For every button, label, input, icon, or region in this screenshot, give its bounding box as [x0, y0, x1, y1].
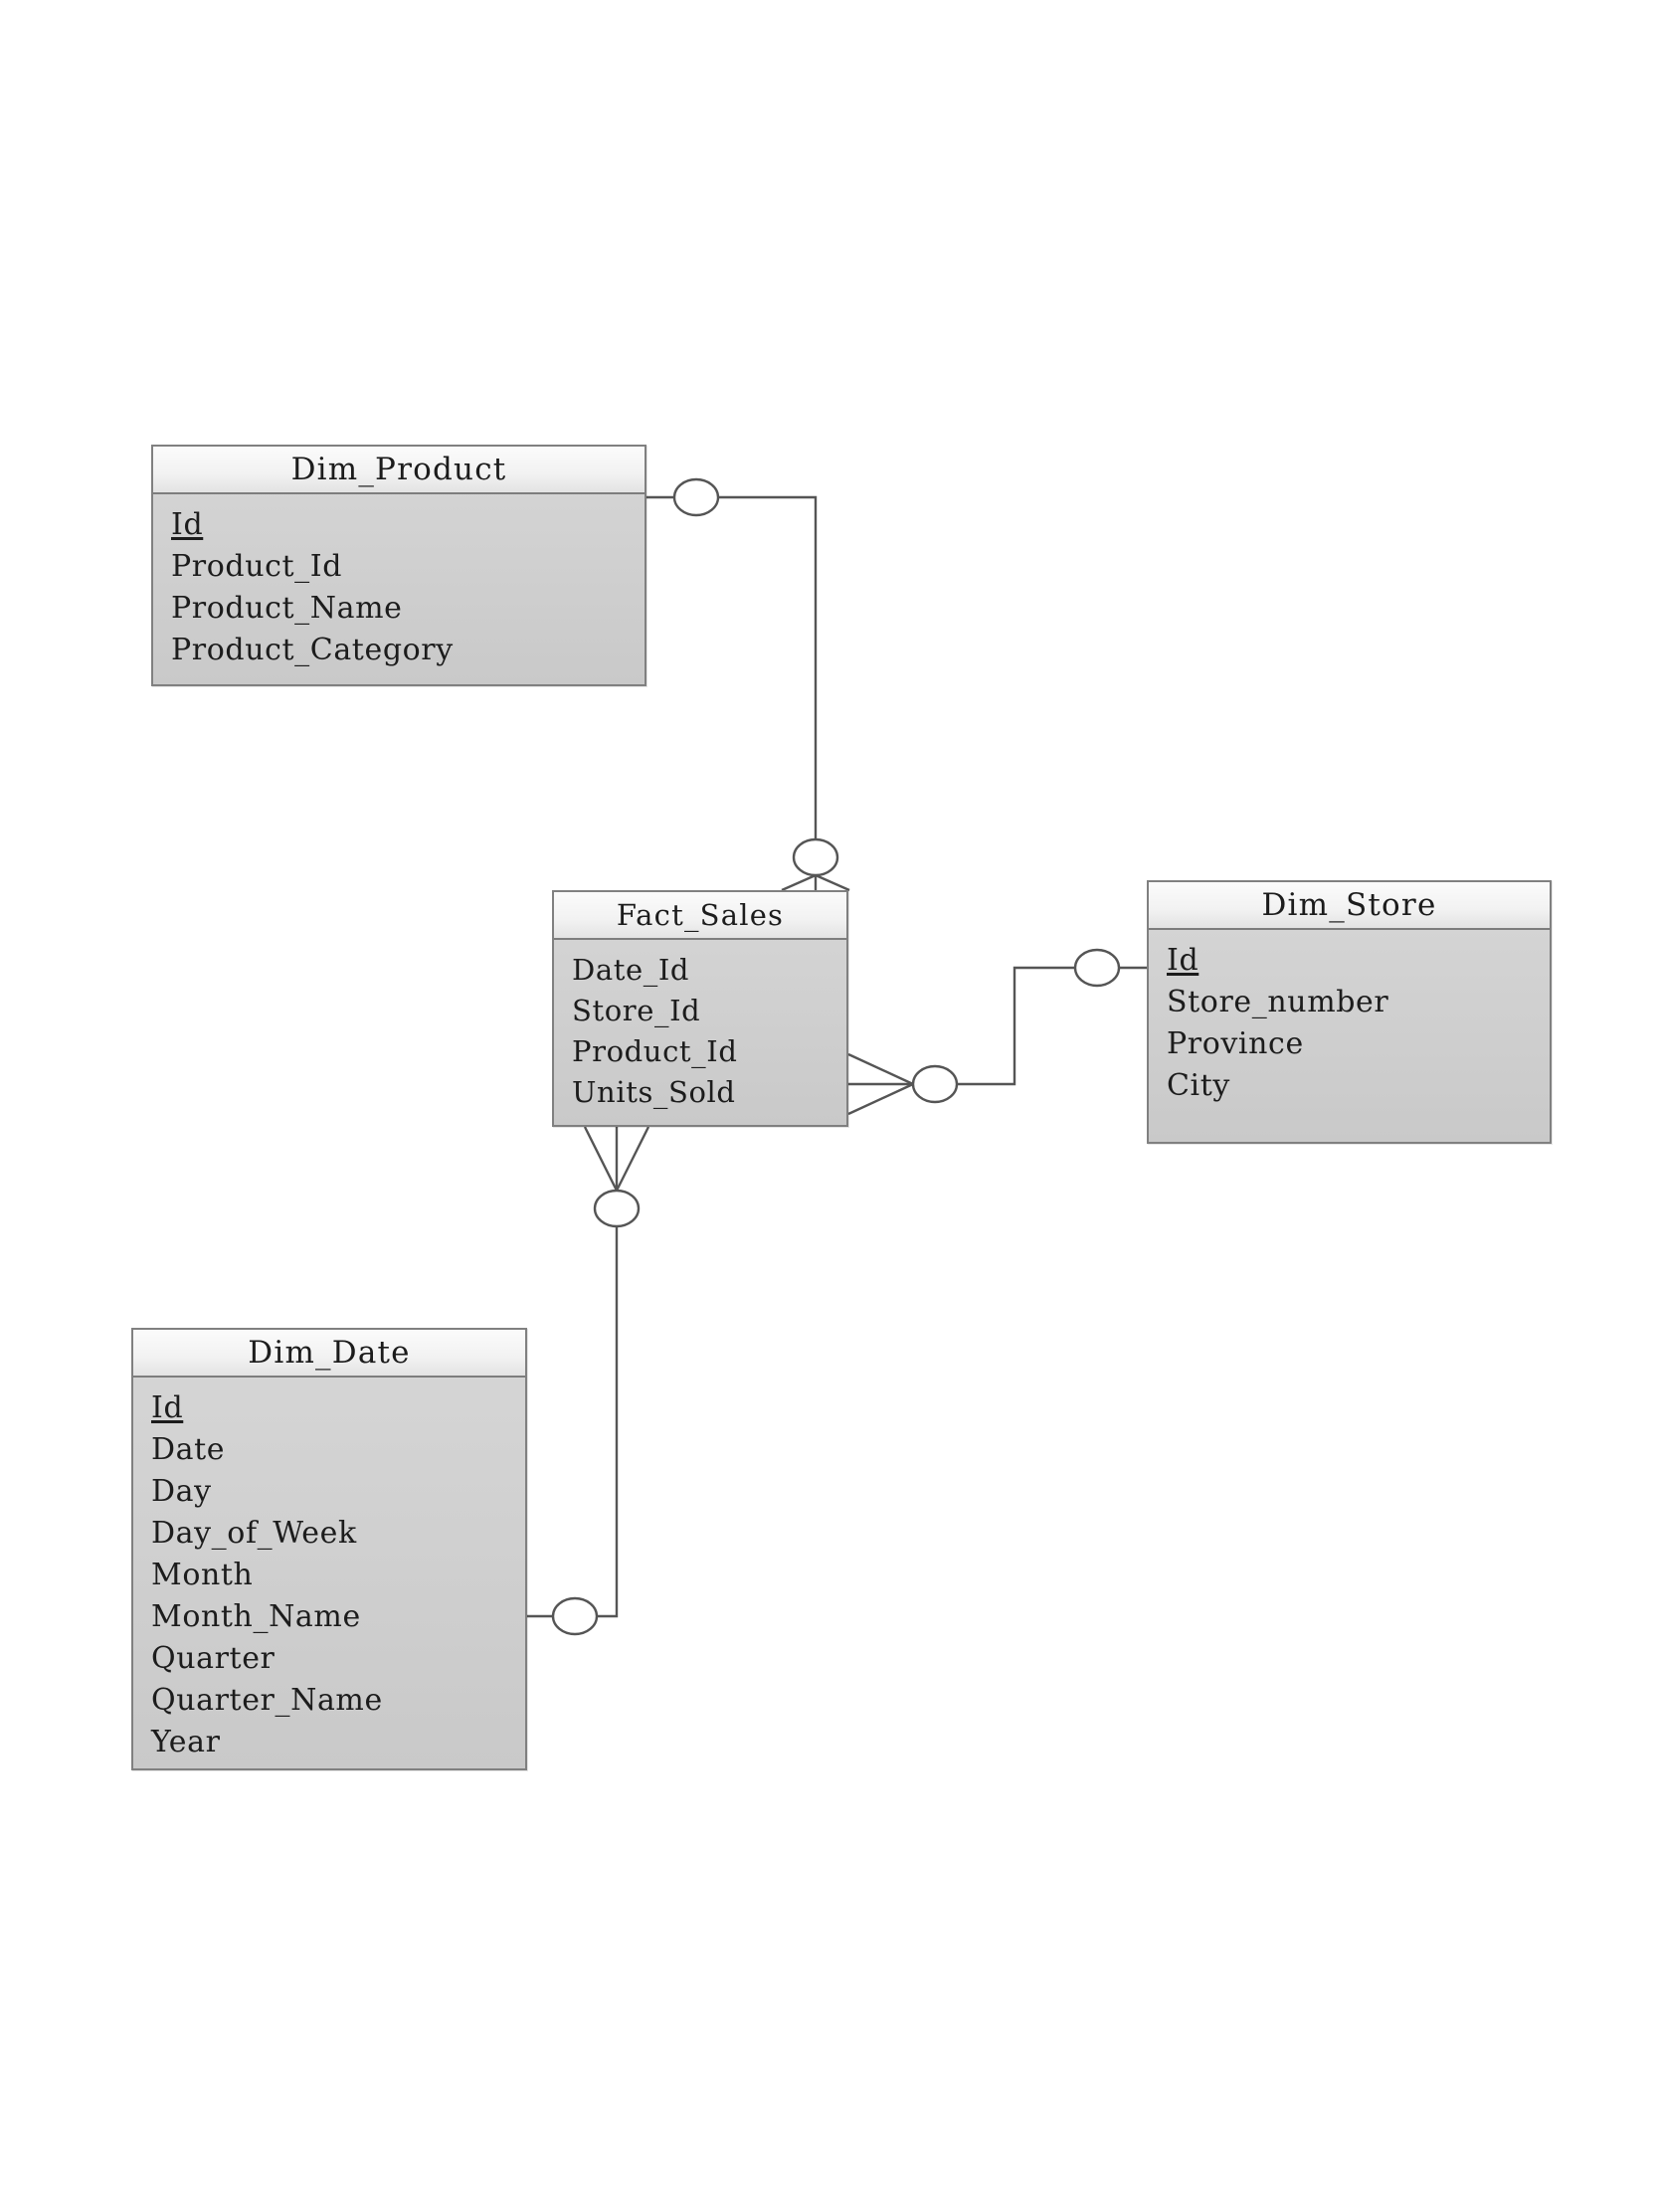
- entity-title-dim-store: Dim_Store: [1149, 882, 1550, 930]
- attribute-row: Product_Id: [171, 549, 343, 584]
- attribute-row: City: [1167, 1068, 1230, 1103]
- attribute-row: Quarter: [151, 1641, 276, 1676]
- entity-dim-store[interactable]: Dim_Store Id Store_number Province City: [1147, 880, 1552, 1144]
- attribute-row: Day_of_Week: [151, 1516, 357, 1551]
- attribute-row: Date: [151, 1432, 226, 1467]
- attribute-row: Year: [151, 1725, 221, 1759]
- attribute-row: Store_number: [1167, 985, 1389, 1019]
- relationship-fact-sales-dim-date: [527, 1126, 650, 1636]
- relationship-dim-product-fact-sales: [646, 477, 850, 892]
- cardinality-zero-circle: [672, 477, 720, 517]
- attribute-row: Id: [171, 507, 204, 542]
- attribute-row: Product_Name: [171, 591, 403, 626]
- entity-fact-sales[interactable]: Fact_Sales Date_Id Store_Id Product_Id U…: [552, 890, 848, 1127]
- crows-foot-many: [781, 873, 850, 892]
- attribute-row: Date_Id: [572, 953, 690, 987]
- attribute-row: Product_Category: [171, 633, 454, 667]
- entity-title-dim-product: Dim_Product: [153, 447, 645, 494]
- attribute-row: Product_Id: [572, 1034, 738, 1068]
- entity-dim-product[interactable]: Dim_Product Id Product_Id Product_Name P…: [151, 445, 646, 686]
- attribute-list-fact-sales: Date_Id Store_Id Product_Id Units_Sold: [554, 940, 846, 1127]
- attribute-list-dim-product: Id Product_Id Product_Name Product_Categ…: [153, 494, 645, 685]
- cardinality-zero-circle: [551, 1596, 599, 1636]
- attribute-row: Month_Name: [151, 1599, 361, 1634]
- attribute-row: Store_Id: [572, 994, 701, 1027]
- attribute-list-dim-store: Id Store_number Province City: [1149, 930, 1550, 1121]
- cardinality-zero-circle: [593, 1189, 641, 1228]
- cardinality-zero-circle: [1073, 948, 1121, 988]
- cardinality-zero-circle: [792, 837, 839, 877]
- attribute-list-dim-date: Id Date Day Day_of_Week Month Month_Name…: [133, 1378, 525, 1777]
- attribute-row: Id: [151, 1390, 184, 1425]
- relationship-fact-sales-dim-store: [847, 948, 1147, 1116]
- attribute-row: Month: [151, 1558, 254, 1592]
- entity-title-dim-date: Dim_Date: [133, 1330, 525, 1378]
- attribute-row: Quarter_Name: [151, 1683, 383, 1718]
- attribute-row: Day: [151, 1474, 212, 1509]
- entity-dim-date[interactable]: Dim_Date Id Date Day Day_of_Week Month M…: [131, 1328, 527, 1770]
- attribute-row: Units_Sold: [572, 1075, 736, 1109]
- cardinality-zero-circle: [911, 1064, 959, 1104]
- crows-foot-many: [583, 1126, 650, 1192]
- entity-title-fact-sales: Fact_Sales: [554, 892, 846, 940]
- attribute-row: Province: [1167, 1026, 1304, 1061]
- attribute-row: Id: [1167, 943, 1199, 978]
- crows-foot-many: [847, 1052, 914, 1116]
